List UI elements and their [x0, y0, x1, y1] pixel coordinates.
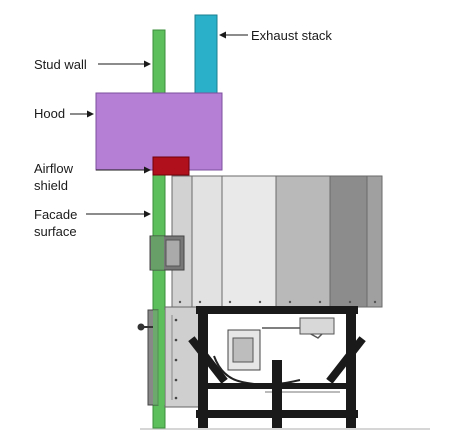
facade-surface-label-line2: surface — [34, 224, 77, 239]
internal-mechanism — [213, 317, 340, 393]
frame-cross-right — [326, 336, 366, 384]
oven-panel-2 — [191, 175, 223, 308]
oven-bolt-row — [178, 300, 377, 304]
wall-bracket — [149, 235, 185, 271]
stand-frame — [188, 306, 366, 428]
oven-body — [171, 175, 383, 308]
frame-top-rail — [196, 306, 358, 314]
airflow-shield — [152, 156, 190, 176]
oven-panel-3 — [221, 175, 277, 308]
callouts — [70, 31, 248, 218]
airflow-shield-label-line2: shield — [34, 178, 68, 193]
exhaust-stack — [194, 14, 218, 94]
facade-surface-label-line1: Facade — [34, 207, 78, 222]
airflow-shield-label-line1: Airflow — [34, 161, 74, 176]
oven-panel-4 — [275, 175, 331, 308]
frame-leg-right — [346, 306, 356, 428]
exhaust-stack-label: Exhaust stack — [251, 28, 332, 43]
frame-leg-mid — [272, 360, 282, 428]
wall-plate — [137, 309, 165, 406]
frame-bottom-rail — [196, 410, 358, 418]
frame-cross-left — [188, 336, 228, 384]
hood-label: Hood — [34, 106, 66, 121]
frame-mid-rail — [208, 383, 348, 389]
frame-leg-left — [198, 306, 208, 428]
oven-panel-5 — [329, 175, 368, 308]
oven-panel-6 — [366, 175, 383, 308]
stud-wall-label: Stud wall — [34, 57, 87, 72]
